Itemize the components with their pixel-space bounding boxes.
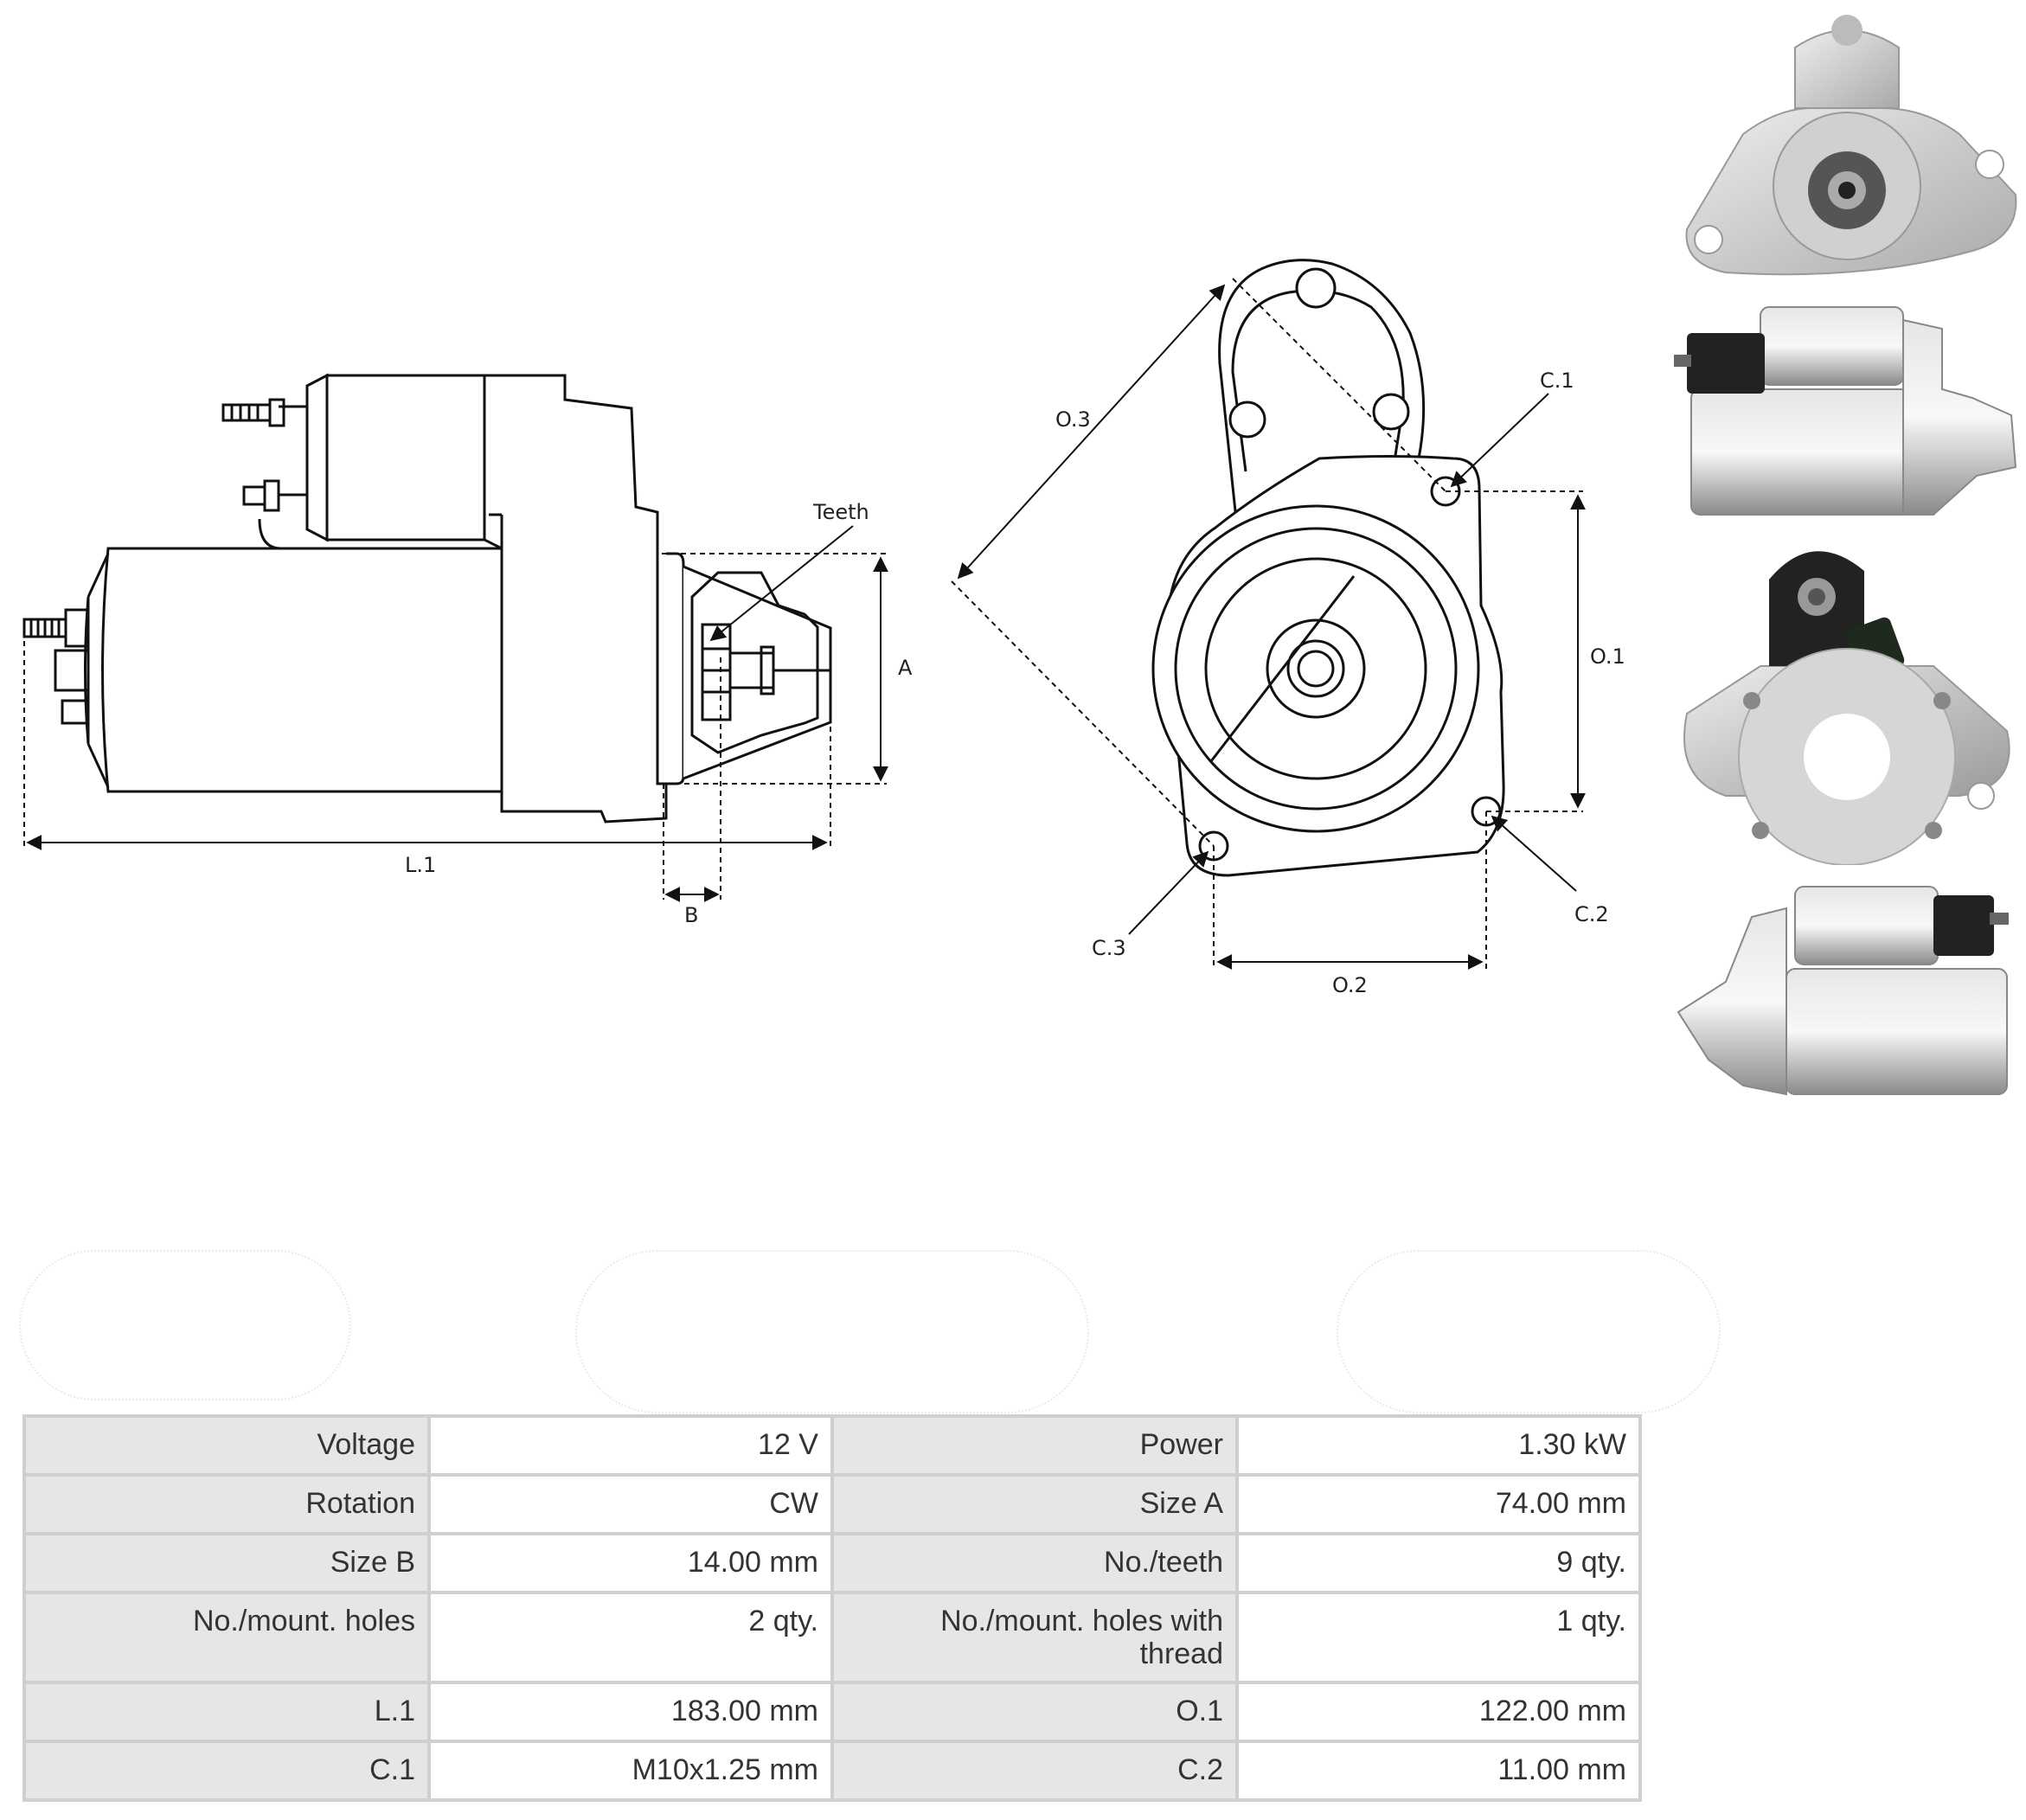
spec-label: No./teeth	[830, 1532, 1239, 1594]
table-row: Voltage 12 V Power 1.30 kW	[22, 1414, 1642, 1477]
label-c2: C.2	[1574, 902, 1609, 926]
ghost-shape-1	[19, 1250, 351, 1400]
spec-value: 183.00 mm	[427, 1681, 834, 1743]
table-row: L.1 183.00 mm O.1 122.00 mm	[22, 1681, 1642, 1743]
label-o2: O.2	[1332, 973, 1368, 997]
spec-label: Voltage	[22, 1414, 431, 1477]
ghost-shape-2	[575, 1250, 1089, 1413]
spec-value: 14.00 mm	[427, 1532, 834, 1594]
spec-label: Size A	[830, 1473, 1239, 1535]
label-c3: C.3	[1092, 936, 1126, 960]
spec-label: C.2	[830, 1740, 1239, 1802]
photo-front-flange	[1685, 15, 2017, 276]
spec-label: L.1	[22, 1681, 431, 1743]
spec-label: Power	[830, 1414, 1239, 1477]
spec-value: 122.00 mm	[1235, 1681, 1642, 1743]
spec-value: 1.30 kW	[1235, 1414, 1642, 1477]
label-a: A	[898, 656, 913, 680]
table-row: No./mount. holes 2 qty. No./mount. holes…	[22, 1591, 1642, 1684]
label-l1: L.1	[405, 853, 436, 877]
spec-value: 11.00 mm	[1235, 1740, 1642, 1802]
table-row: C.1 M10x1.25 mm C.2 11.00 mm	[22, 1740, 1642, 1802]
photo-rear-end	[1683, 551, 2010, 865]
spec-value: 12 V	[427, 1414, 834, 1477]
spec-value: 9 qty.	[1235, 1532, 1642, 1594]
starter-side-view	[22, 373, 832, 823]
spec-label: Rotation	[22, 1473, 431, 1535]
label-c1: C.1	[1540, 368, 1574, 393]
side-dimensions	[23, 525, 888, 902]
ghost-shape-3	[1337, 1250, 1721, 1413]
spec-label: O.1	[830, 1681, 1239, 1743]
spec-label: C.1	[22, 1740, 431, 1802]
spec-value: CW	[427, 1473, 834, 1535]
front-dimensions	[951, 278, 1586, 970]
specs-table: Voltage 12 V Power 1.30 kW Rotation CW S…	[22, 1414, 1642, 1802]
label-teeth: Teeth	[812, 500, 869, 524]
photo-side-left	[1674, 306, 2017, 516]
label-o3: O.3	[1055, 407, 1091, 432]
spec-value: 74.00 mm	[1235, 1473, 1642, 1535]
photo-side-right	[1677, 886, 2009, 1096]
spec-label: No./mount. holes	[22, 1591, 431, 1684]
table-row: Size B 14.00 mm No./teeth 9 qty.	[22, 1532, 1642, 1594]
spec-label: Size B	[22, 1532, 431, 1594]
spec-label: No./mount. holes with thread	[830, 1591, 1239, 1684]
label-b: B	[684, 903, 698, 927]
spec-value: 1 qty.	[1235, 1591, 1642, 1684]
technical-drawing: Teeth A L.1 B	[22, 259, 1625, 997]
starter-front-view	[1151, 259, 1505, 877]
table-row: Rotation CW Size A 74.00 mm	[22, 1473, 1642, 1535]
label-o1: O.1	[1590, 644, 1625, 669]
spec-value: 2 qty.	[427, 1591, 834, 1684]
spec-value: M10x1.25 mm	[427, 1740, 834, 1802]
